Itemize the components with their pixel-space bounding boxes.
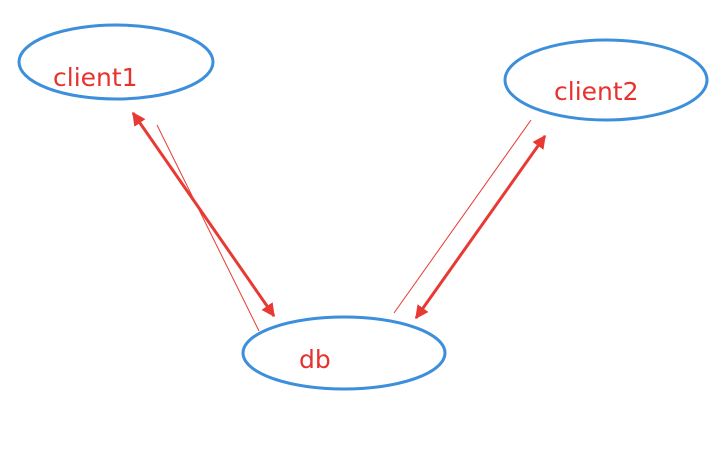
node-client2-ellipse — [503, 38, 709, 122]
edge-client2-db-double-arrow — [414, 134, 547, 320]
node-client1[interactable]: client1 — [17, 23, 215, 101]
edge-client1-db-double-arrow — [131, 111, 276, 318]
node-client2-label: client2 — [554, 77, 639, 106]
edge-client2-db-thin-line — [393, 119, 532, 314]
node-db-label: db — [299, 345, 331, 374]
node-db[interactable]: db — [241, 315, 447, 391]
node-client1-label: client1 — [53, 63, 138, 92]
node-client2[interactable]: client2 — [503, 38, 709, 122]
edge-client1-db-thin-line — [156, 124, 260, 332]
node-client1-ellipse — [17, 23, 215, 101]
node-db-ellipse — [241, 315, 447, 391]
